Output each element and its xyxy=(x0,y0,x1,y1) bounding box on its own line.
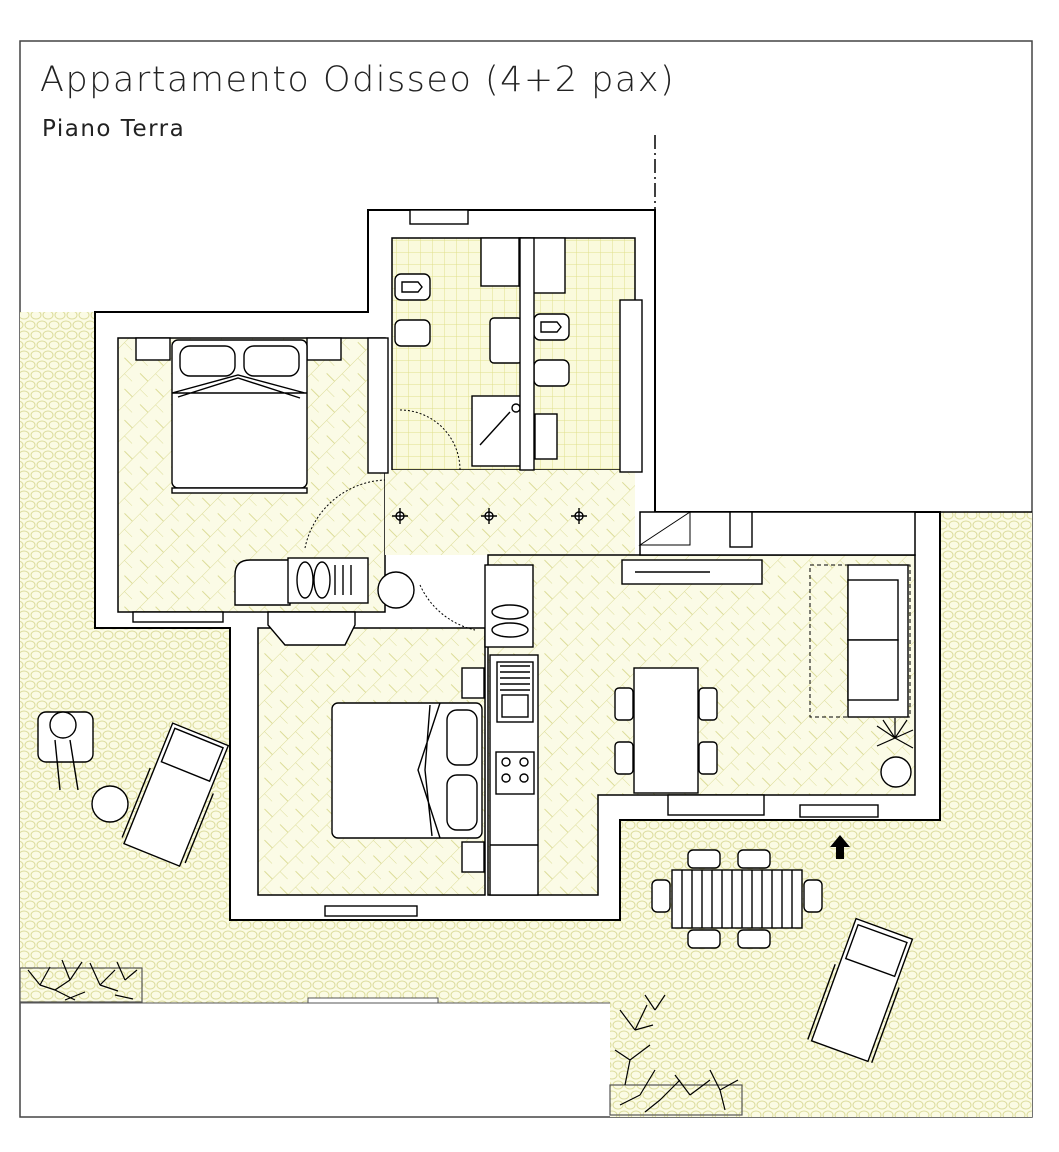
dining-table xyxy=(614,667,718,794)
window-bathroom xyxy=(409,209,469,225)
door-swing-bedroom-1 xyxy=(304,479,386,549)
sofa xyxy=(809,564,911,718)
plan-subtitle: Piano Terra xyxy=(42,116,186,142)
garden-gate xyxy=(307,997,439,1004)
window-living-2 xyxy=(799,804,879,818)
hallway-floor-fill xyxy=(385,472,635,553)
wall-chamfer xyxy=(638,511,691,546)
sun-lounger-right xyxy=(807,917,914,1063)
plant-living xyxy=(876,718,914,788)
door-swing-bedroom-2 xyxy=(419,584,476,631)
double-bed-2 xyxy=(331,667,485,873)
bathroom-fixtures xyxy=(394,237,643,473)
entrance-arrow-icon xyxy=(830,835,850,859)
outdoor-dining-table xyxy=(651,849,823,949)
column xyxy=(729,511,753,548)
plants-left xyxy=(19,959,143,1003)
sun-lounger-left xyxy=(121,722,230,868)
closets xyxy=(234,557,534,648)
living-top-wall xyxy=(639,511,916,556)
wardrobe-1 xyxy=(367,337,389,474)
window-bedroom-1 xyxy=(132,611,224,623)
kitchen-counter xyxy=(489,654,539,896)
window-living-1 xyxy=(667,794,765,816)
side-table-left xyxy=(91,785,129,823)
plants-right xyxy=(609,994,743,1116)
double-bed-1 xyxy=(135,337,342,494)
window-bedroom-2 xyxy=(324,905,418,917)
garden-chair-person xyxy=(37,711,94,791)
plan-title: Appartamento Odisseo (4+2 pax) xyxy=(40,60,676,100)
